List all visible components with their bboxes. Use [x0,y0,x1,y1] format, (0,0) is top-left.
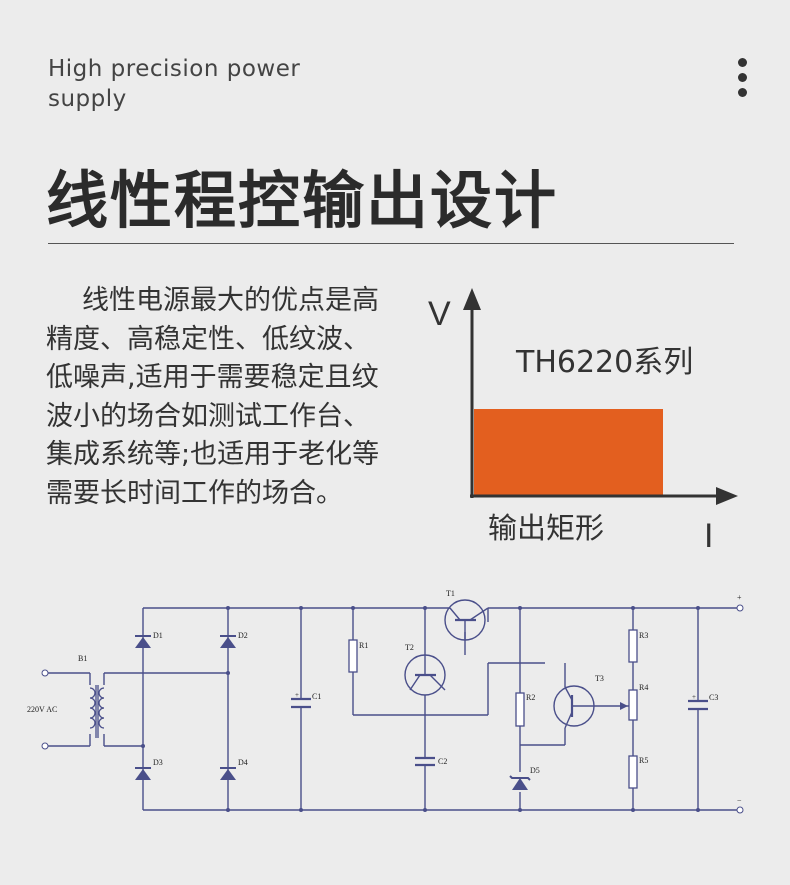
title-divider [48,243,734,244]
transformer-b1 [89,685,105,738]
output-rectangle [474,409,663,497]
series-label: TH6220系列 [515,345,693,380]
label-d1: D1 [153,631,163,640]
label-r2: R2 [526,693,535,702]
label-c1: C1 [312,692,321,701]
menu-dot [737,58,747,67]
svg-text:+: + [692,693,696,701]
label-r5: R5 [639,756,648,765]
label-d5: D5 [530,766,540,775]
label-d4: D4 [238,758,248,767]
label-t1: T1 [446,589,455,598]
transistors [404,599,595,729]
page-title: 线性程控输出设计 [46,164,559,237]
label-c2: C2 [438,757,447,766]
y-axis-arrow [463,288,481,310]
menu-dot [737,88,747,97]
header-subtitle: High precision power supply [48,56,301,112]
region-label: 输出矩形 [488,511,604,545]
x-axis-label: I [704,517,713,555]
label-d3: D3 [153,758,163,767]
label-r1: R1 [359,641,368,650]
label-d2: D2 [238,631,248,640]
capacitors [291,697,708,767]
bridge-diodes [135,635,528,790]
resistors [348,629,638,789]
label-c3: C3 [709,693,718,702]
y-axis-label: V [428,295,451,333]
svg-text:+: + [295,691,299,699]
label-minus: − [737,796,742,805]
x-axis-arrow [716,487,738,505]
label-r4: R4 [639,683,648,692]
label-input: 220V AC [27,705,57,714]
menu-dot [737,73,747,82]
label-b1: B1 [78,654,87,663]
description-paragraph: 线性电源最大的优点是高精度、高稳定性、低纹波、低噪声,适用于需要稳定且纹波小的场… [46,285,380,509]
label-t2: T2 [405,643,414,652]
label-r3: R3 [639,631,648,640]
label-plus: + [737,593,742,602]
more-menu-icon[interactable] [730,58,754,102]
label-t3: T3 [595,674,604,683]
